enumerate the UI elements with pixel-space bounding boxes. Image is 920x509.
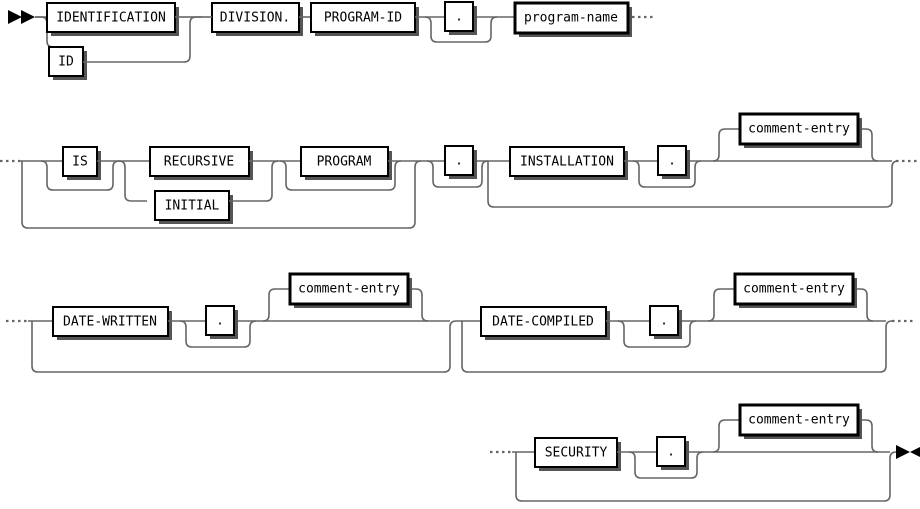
node-comment-entry-4-label: comment-entry: [748, 413, 850, 428]
node-id-label: ID: [58, 55, 74, 70]
rail-row4-comment4-down: [858, 419, 879, 453]
rail-row4-comment4-up: [712, 419, 740, 453]
node-program-name-label: program-name: [524, 11, 618, 26]
node-comment-entry-2[interactable]: comment-entry: [288, 272, 412, 308]
rail-row3-comment3-up: [707, 288, 735, 322]
rail-row2-period2-bypass: [426, 160, 489, 188]
rail-row3-comment2-up: [262, 288, 290, 322]
rail-row3-dc-group-bypass: [461, 320, 893, 373]
row-2: IS RECURSIVE INITIAL PROGRAM: [0, 112, 920, 229]
node-period-6-label: .: [667, 445, 675, 460]
node-period-1-label: .: [455, 10, 463, 25]
rail-row2-is-bypass: [40, 160, 120, 191]
node-period-2[interactable]: .: [444, 145, 477, 179]
rail-row4-sec-group-bypass: [515, 451, 897, 502]
node-program-name[interactable]: program-name: [513, 1, 632, 37]
node-initial-label: INITIAL: [165, 199, 220, 214]
node-period-2-label: .: [455, 154, 463, 169]
node-period-3[interactable]: .: [657, 145, 690, 179]
rail-row2-period3-bypass: [632, 160, 702, 188]
node-period-5[interactable]: .: [649, 305, 682, 339]
node-period-1[interactable]: .: [444, 1, 477, 35]
node-comment-entry-3-label: comment-entry: [743, 282, 845, 297]
node-comment-entry-1-label: comment-entry: [748, 122, 850, 137]
node-date-compiled[interactable]: DATE-COMPILED: [480, 306, 610, 340]
node-installation-label: INSTALLATION: [520, 155, 614, 170]
rail-row2-comment-up: [712, 128, 740, 162]
rail-row3-comment3-down: [853, 288, 874, 322]
node-security[interactable]: SECURITY: [534, 437, 621, 471]
node-initial[interactable]: INITIAL: [154, 190, 233, 224]
node-period-5-label: .: [660, 314, 668, 329]
node-date-compiled-label: DATE-COMPILED: [492, 315, 594, 330]
node-recursive[interactable]: RECURSIVE: [149, 146, 253, 180]
node-installation[interactable]: INSTALLATION: [509, 146, 628, 180]
node-period-3-label: .: [668, 154, 676, 169]
rail-row3-dw-group-bypass: [31, 320, 457, 373]
node-recursive-label: RECURSIVE: [164, 155, 234, 170]
rail-row2-program-bypass: [279, 160, 402, 191]
node-program-label: PROGRAM: [317, 155, 372, 170]
node-period-6[interactable]: .: [656, 436, 689, 470]
rail-row2-comment-down: [858, 128, 879, 162]
end-arrow-icon: [896, 445, 920, 459]
node-division[interactable]: DIVISION.: [211, 2, 303, 36]
node-identification-label: IDENTIFICATION: [56, 11, 166, 26]
node-comment-entry-4[interactable]: comment-entry: [738, 403, 862, 439]
rail-row4-period6-bypass: [628, 451, 704, 479]
start-arrow-icon: [8, 10, 35, 24]
node-security-label: SECURITY: [545, 446, 608, 461]
rail-row3-period5-bypass: [617, 320, 697, 348]
node-division-label: DIVISION.: [220, 11, 290, 26]
node-program-id-label: PROGRAM-ID: [324, 11, 402, 26]
node-program-id[interactable]: PROGRAM-ID: [310, 2, 419, 36]
node-is[interactable]: IS: [62, 146, 101, 180]
rail-row2-install-group-bypass: [487, 160, 899, 208]
node-comment-entry-2-label: comment-entry: [298, 282, 400, 297]
node-date-written[interactable]: DATE-WRITTEN: [52, 306, 172, 340]
node-comment-entry-1[interactable]: comment-entry: [738, 112, 862, 148]
row-3: DATE-WRITTEN . comment-entry DATE-COMPIL…: [6, 272, 916, 373]
rail-row3-comment2-down: [408, 288, 429, 322]
node-date-written-label: DATE-WRITTEN: [63, 315, 157, 330]
row-4: SECURITY . comment-entry: [490, 403, 920, 502]
row-1: IDENTIFICATION ID DIVISION. PROGRAM-ID: [8, 1, 656, 80]
rail-row2-group-bypass: [21, 160, 422, 229]
node-is-label: IS: [72, 155, 88, 170]
node-period-4-label: .: [216, 314, 224, 329]
node-comment-entry-3[interactable]: comment-entry: [733, 272, 857, 308]
rail-row1-period-bypass: [424, 16, 498, 43]
rail-row2-choice-split: [118, 160, 147, 202]
node-period-4[interactable]: .: [205, 305, 238, 339]
node-identification[interactable]: IDENTIFICATION: [46, 2, 179, 36]
rail-row3-period4-bypass: [179, 320, 257, 348]
node-program[interactable]: PROGRAM: [300, 146, 392, 180]
node-id[interactable]: ID: [48, 46, 87, 80]
